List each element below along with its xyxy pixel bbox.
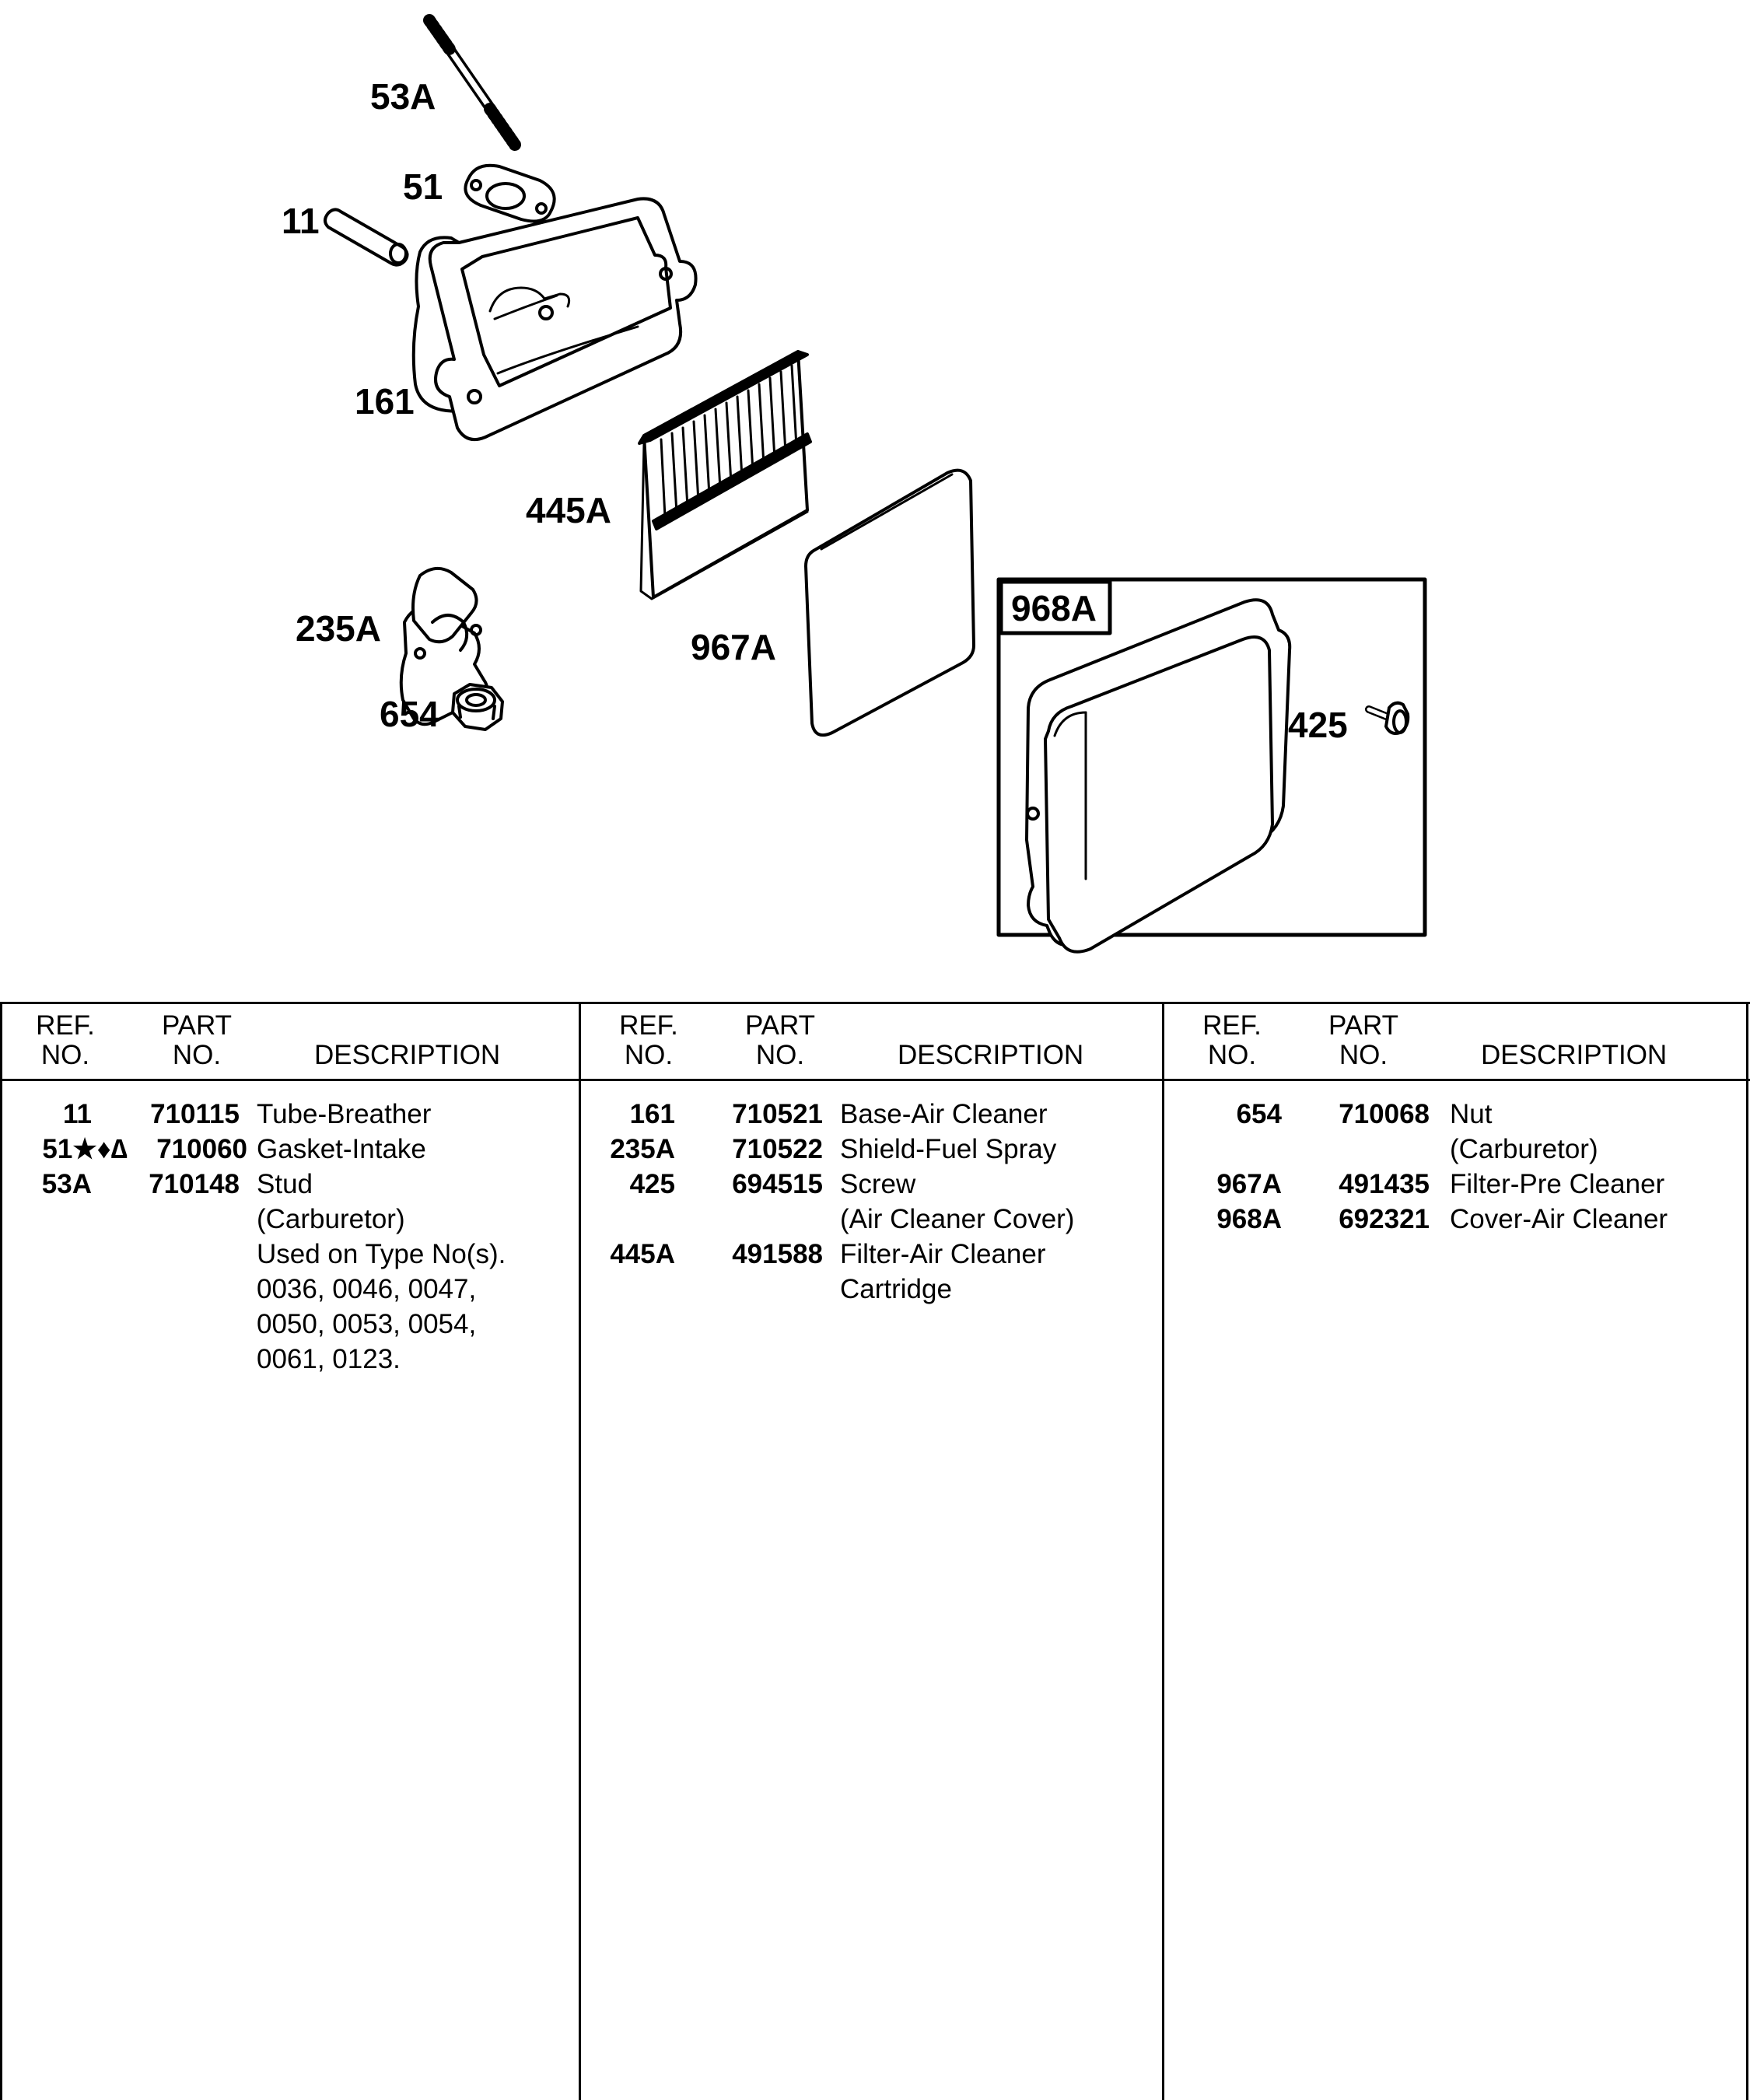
part-no: 710521 <box>732 1099 823 1129</box>
part-no: 491435 <box>1339 1169 1430 1199</box>
table-header-rule <box>0 1079 1750 1081</box>
callout-161: 161 <box>355 381 415 422</box>
table-left-border <box>0 1002 2 2100</box>
parts-rows: 654 710068 Nut (Carburetor) 967A 491435 … <box>1167 1097 1747 1237</box>
header-ref-no: REF.NO. <box>36 1010 95 1070</box>
column-divider-2 <box>1162 1002 1164 2100</box>
callout-235A: 235A <box>296 608 381 649</box>
part-shield-235A <box>399 566 489 726</box>
callout-445A: 445A <box>526 490 611 530</box>
part-filter-cartridge-445A <box>638 350 812 600</box>
part-description: Screw (Air Cleaner Cover) <box>840 1169 1075 1234</box>
ref-no: 968A <box>1216 1204 1282 1234</box>
part-description: Stud (Carburetor) Used on Type No(s). 00… <box>257 1169 506 1374</box>
table-row: 445A 491588 Filter-Air Cleaner Cartridge <box>583 1237 1164 1307</box>
table-row: 235A 710522 Shield-Fuel Spray <box>583 1132 1164 1167</box>
part-gasket-51 <box>464 163 556 223</box>
table-right-border <box>1746 1002 1748 2100</box>
part-no: 694515 <box>732 1169 823 1199</box>
header-ref-no: REF.NO. <box>1202 1010 1262 1070</box>
part-description: Gasket-Intake <box>257 1134 426 1164</box>
part-no: 491588 <box>732 1239 823 1269</box>
callout-11: 11 <box>282 201 320 241</box>
part-tube-11 <box>324 208 409 267</box>
part-cover-968A <box>996 577 1427 954</box>
parts-rows: 11 710115 Tube-Breather 51★♦∆ 710060 Gas… <box>0 1097 580 1377</box>
table-row: 11 710115 Tube-Breather <box>0 1097 580 1132</box>
callout-51: 51 <box>403 166 443 207</box>
exploded-parts-diagram: 53A 51 11 161 445A 235A 654 967A 968A 42… <box>282 14 1427 954</box>
table-row: 161 710521 Base-Air Cleaner <box>583 1097 1164 1132</box>
table-top-rule <box>0 1002 1750 1004</box>
callout-53A: 53A <box>370 76 436 117</box>
part-description: Filter-Air Cleaner Cartridge <box>840 1239 1046 1304</box>
part-description: Tube-Breather <box>257 1099 432 1129</box>
column-divider-1 <box>579 1002 581 2100</box>
ref-no: 53A <box>41 1169 92 1199</box>
table-row: 425 694515 Screw (Air Cleaner Cover) <box>583 1167 1164 1237</box>
callout-967A: 967A <box>691 627 776 667</box>
header-ref-no: REF.NO. <box>619 1010 678 1070</box>
ref-no: 967A <box>1216 1169 1282 1199</box>
parts-rows: 161 710521 Base-Air Cleaner 235A 710522 … <box>583 1097 1164 1307</box>
part-screw-425 <box>1365 701 1410 735</box>
part-description: Filter-Pre Cleaner <box>1450 1169 1665 1199</box>
part-pre-cleaner-967A <box>804 468 975 737</box>
part-stud-53A <box>423 14 521 151</box>
ref-no: 161 <box>629 1099 675 1129</box>
table-row: 53A 710148 Stud (Carburetor) Used on Typ… <box>0 1167 580 1377</box>
callout-425: 425 <box>1288 705 1348 745</box>
ref-no: 11 <box>63 1099 92 1129</box>
header-description: DESCRIPTION <box>898 1040 1084 1070</box>
part-description: Base-Air Cleaner <box>840 1099 1048 1129</box>
part-description: Nut (Carburetor) <box>1450 1099 1598 1164</box>
table-row: 967A 491435 Filter-Pre Cleaner <box>1167 1167 1747 1202</box>
part-no: 710522 <box>732 1134 823 1164</box>
part-nut-654 <box>451 683 504 731</box>
callout-968A: 968A <box>1011 588 1097 628</box>
header-description: DESCRIPTION <box>1481 1040 1668 1070</box>
ref-no: 445A <box>610 1239 675 1269</box>
part-no: 692321 <box>1339 1204 1430 1234</box>
part-no: 710060 <box>156 1134 247 1164</box>
ref-no: 654 <box>1236 1099 1282 1129</box>
part-no: 710148 <box>149 1169 240 1199</box>
table-row: 654 710068 Nut (Carburetor) <box>1167 1097 1747 1167</box>
part-no: 710115 <box>150 1099 240 1129</box>
part-description: Shield-Fuel Spray <box>840 1134 1057 1164</box>
header-description: DESCRIPTION <box>314 1040 501 1070</box>
ref-no: 51★♦∆ <box>42 1134 128 1164</box>
table-row: 51★♦∆ 710060 Gasket-Intake <box>0 1132 580 1167</box>
part-description: Cover-Air Cleaner <box>1450 1204 1668 1234</box>
ref-no: 235A <box>610 1134 675 1164</box>
part-base-161 <box>411 197 698 441</box>
table-row: 968A 692321 Cover-Air Cleaner <box>1167 1202 1747 1237</box>
ref-no: 425 <box>629 1169 675 1199</box>
part-no: 710068 <box>1339 1099 1430 1129</box>
callout-654: 654 <box>380 694 439 734</box>
